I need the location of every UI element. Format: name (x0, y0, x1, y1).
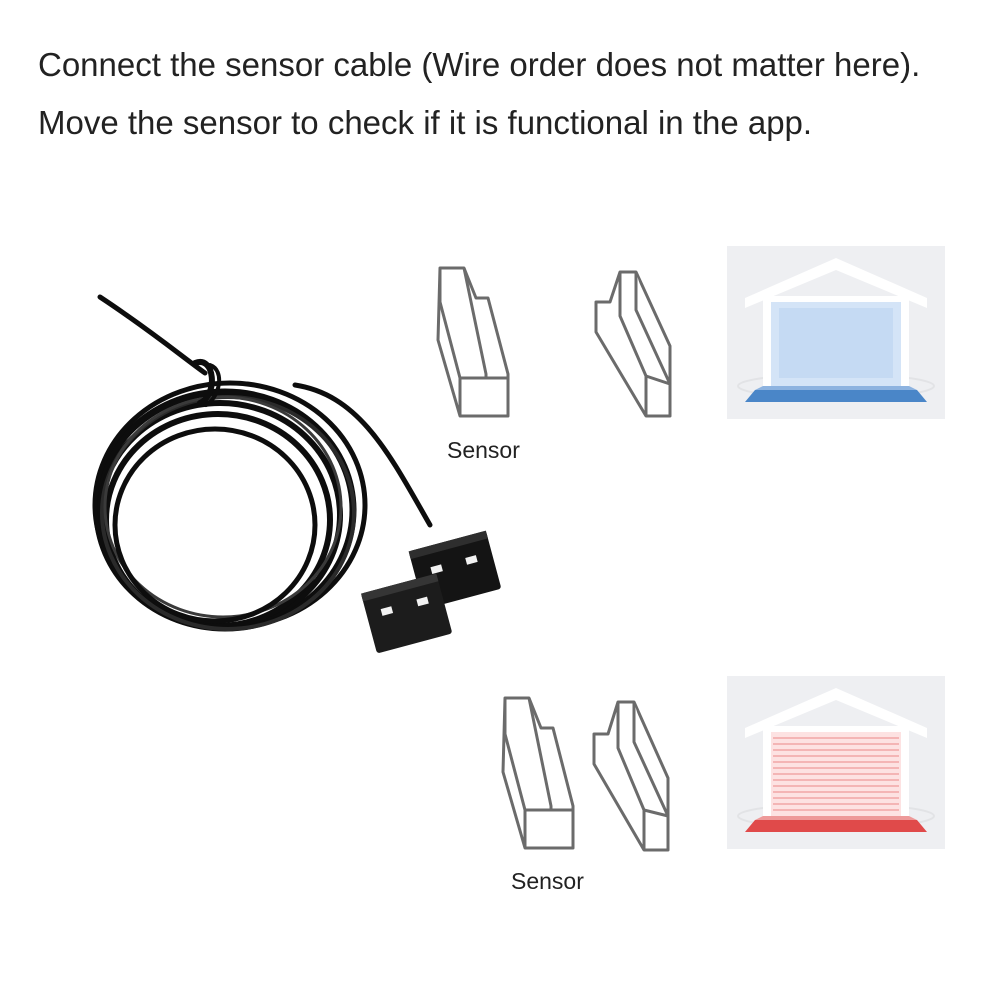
magnet-left-open (430, 262, 520, 422)
sensor-caption-open: Sensor (447, 437, 520, 463)
coiled-cable-icon (40, 285, 510, 685)
instruction-line-2: Move the sensor to check if it is functi… (38, 104, 813, 141)
magnet-left-closed (495, 692, 585, 854)
garage-icon-closed (727, 676, 945, 849)
magnet-right-open (590, 266, 680, 421)
instruction-line-1: Connect the sensor cable (Wire order doe… (38, 46, 921, 83)
garage-icon-open (727, 246, 945, 419)
sensor-caption-closed: Sensor (511, 868, 584, 894)
magnet-right-closed (588, 696, 678, 856)
instructions: Connect the sensor cable (Wire order doe… (38, 36, 920, 152)
